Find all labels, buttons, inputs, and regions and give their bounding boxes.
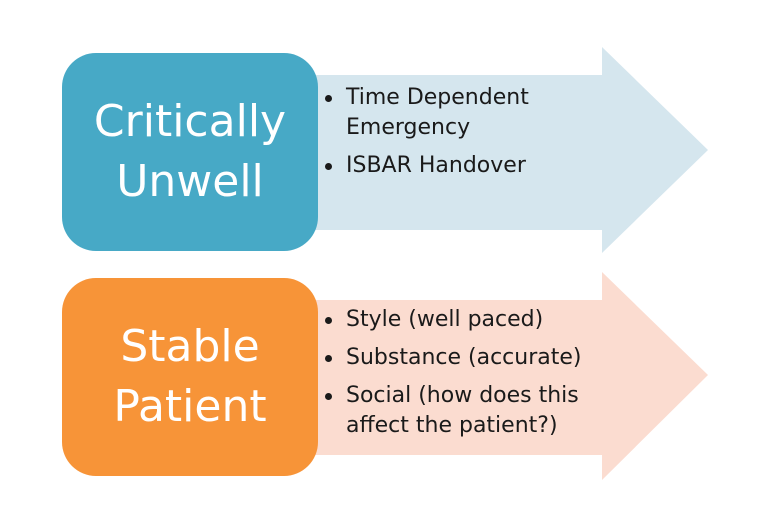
- bullet-item: ISBAR Handover: [322, 151, 622, 181]
- bullet-text: ISBAR Handover: [346, 153, 526, 178]
- bullet-item: Style (well paced): [322, 305, 622, 335]
- critically-unwell-line-2: Unwell: [116, 156, 264, 207]
- stable-patient-line-2: Patient: [113, 381, 267, 432]
- critically-unwell-line-1: Critically: [93, 96, 287, 147]
- bullet-dot-icon: [325, 393, 332, 400]
- bullet-text: Time Dependent Emergency: [346, 85, 529, 140]
- bullet-item: Social (how does this affect the patient…: [322, 381, 622, 441]
- bullet-text: Social (how does this affect the patient…: [346, 383, 579, 438]
- bullet-item: Substance (accurate): [322, 343, 622, 373]
- critically-unwell-row: Critically Unwell Time Dependent Emergen…: [62, 47, 708, 253]
- stable-patient-box: Stable Patient: [62, 278, 318, 476]
- critically-unwell-box: Critically Unwell: [62, 53, 318, 251]
- critically-unwell-arrow: [300, 47, 708, 253]
- bullet-dot-icon: [325, 95, 332, 102]
- stable-patient-line-1: Stable: [120, 321, 260, 372]
- bullet-item: Time Dependent Emergency: [322, 83, 622, 143]
- stable-patient-arrow-shape: [300, 272, 708, 480]
- bullet-dot-icon: [325, 317, 332, 324]
- bullet-text: Substance (accurate): [346, 345, 582, 370]
- bullet-dot-icon: [325, 355, 332, 362]
- critically-unwell-arrow-shape: [300, 47, 708, 253]
- stable-patient-bullets: Style (well paced) Substance (accurate) …: [322, 305, 622, 449]
- stable-patient-row: Stable Patient Style (well paced) Substa…: [0, 265, 768, 530]
- critically-unwell-bullets: Time Dependent Emergency ISBAR Handover: [322, 83, 622, 189]
- stable-patient-arrow: [300, 272, 708, 480]
- bullet-dot-icon: [325, 163, 332, 170]
- bullet-text: Style (well paced): [346, 307, 544, 332]
